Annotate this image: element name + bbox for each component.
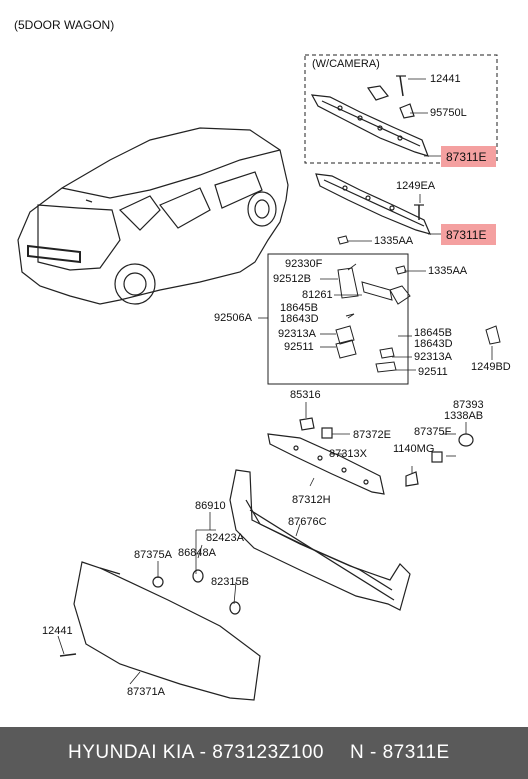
camera-box-label: (W/CAMERA): [312, 58, 380, 70]
part-label-86910: 86910: [195, 500, 226, 512]
part-label-87311e: 87311E: [446, 150, 487, 164]
highlight-87311e-top: 87311E: [441, 146, 496, 167]
diagram-drawing: [17, 54, 501, 701]
part-label-86848a: 86848A: [178, 547, 216, 559]
part-label-92512b: 92512B: [273, 273, 311, 285]
part-label-92511: 92511: [418, 366, 448, 378]
part-label-81261: 81261: [302, 289, 333, 301]
part-label-87371a: 87371A: [127, 686, 165, 698]
highlight-87311e-mid: 87311E: [441, 224, 496, 245]
part-label-87313x: 87313X: [329, 448, 367, 460]
part-label-85316: 85316: [290, 389, 321, 401]
frame-87676c: [229, 469, 411, 611]
part-label-92330f: 92330F: [285, 258, 323, 270]
camera-group-box: [304, 54, 498, 164]
part-label-92506a: 92506A: [214, 312, 252, 324]
part-label-18645b: 18645B: [280, 302, 318, 314]
part-label-87393: 87393: [453, 399, 484, 411]
parts-diagram: (5DOOR WAGON) (W/CAMERA) 87311E 87311E 1…: [14, 18, 511, 701]
part-label-82423a: 82423A: [206, 532, 244, 544]
part-label-1249ea: 1249EA: [396, 180, 436, 192]
bracket-group-box: [267, 253, 409, 385]
car-illustration: [17, 127, 289, 305]
part-label-12441: 12441: [42, 625, 73, 637]
part-label-87676c: 87676C: [288, 516, 327, 528]
part-label-95750l: 95750L: [430, 107, 467, 119]
part-label-18645b: 18645B: [414, 327, 452, 339]
part-label-1140mg: 1140MG: [393, 443, 435, 455]
camera-bracket: [310, 75, 429, 157]
part-label-92511: 92511: [284, 341, 314, 353]
footer-bar: HYUNDAI KIA - 873123Z100 N - 87311E: [0, 727, 528, 779]
part-label-87312h: 87312H: [292, 494, 331, 506]
part-label-87375f: 87375F: [414, 426, 452, 438]
diagram-title: (5DOOR WAGON): [14, 18, 115, 32]
part-label-12441: 12441: [430, 73, 461, 85]
part-label-1249bd: 1249BD: [471, 361, 511, 373]
part-label-1338ab: 1338AB: [444, 410, 484, 422]
part-label-1335aa: 1335AA: [428, 265, 468, 277]
part-label-18643d: 18643D: [414, 338, 453, 350]
part-label-92313a: 92313A: [414, 351, 452, 363]
part-label-18643d: 18643D: [280, 313, 319, 325]
bracket-internals: [335, 235, 501, 373]
part-label-87372e: 87372E: [353, 429, 391, 441]
part-label-87375a: 87375A: [134, 549, 172, 561]
part-label-87311e: 87311E: [446, 228, 487, 242]
part-label-82315b: 82315B: [211, 576, 249, 588]
leader-lines: [57, 78, 493, 685]
garnish-strip: [267, 417, 474, 495]
part-label-92313a: 92313A: [278, 328, 316, 340]
footer-part-number: HYUNDAI KIA - 873123Z100: [68, 742, 324, 763]
footer-reference: N - 87311E: [350, 742, 450, 763]
part-label-1335aa: 1335AA: [374, 235, 414, 247]
